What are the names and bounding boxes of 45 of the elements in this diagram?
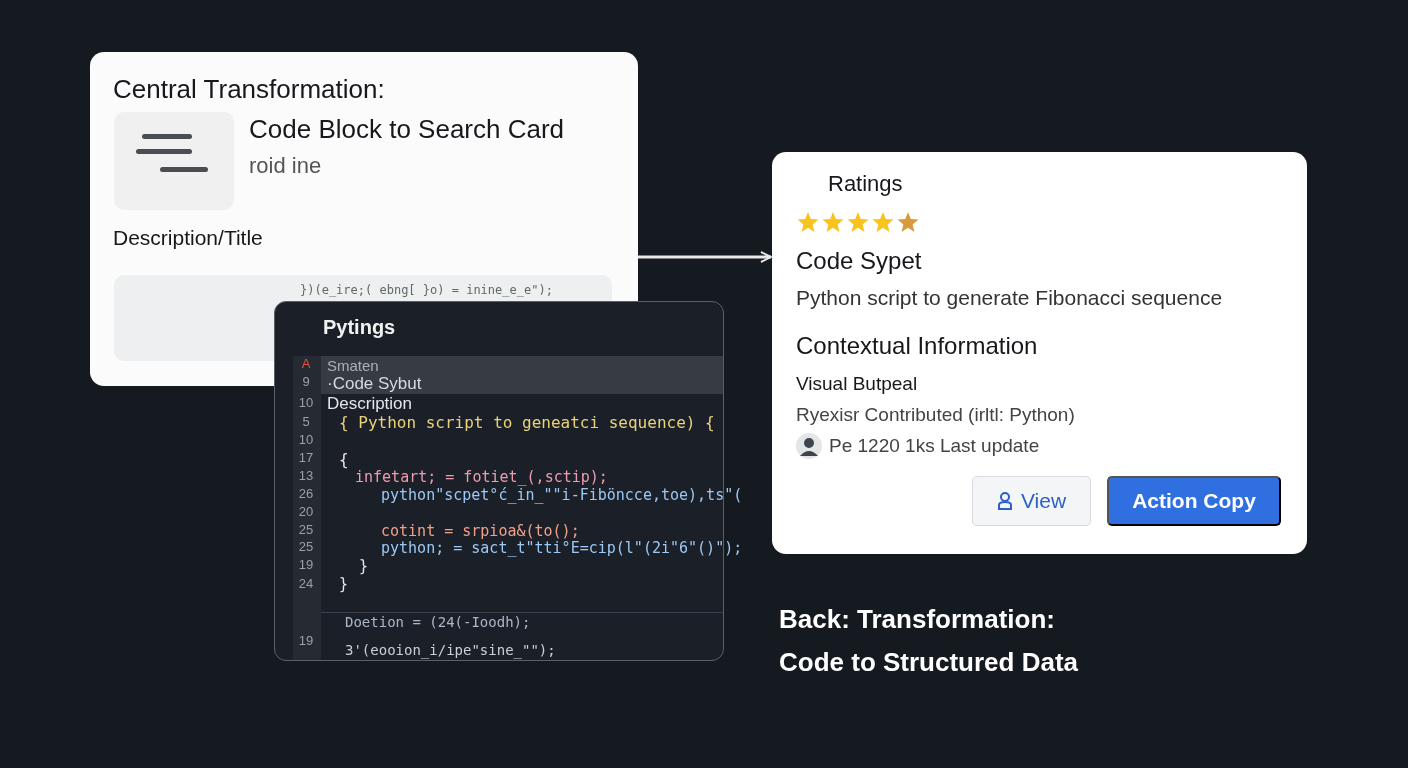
field-label: Description/Title <box>113 226 263 250</box>
window-title: Pytings <box>323 316 396 339</box>
line-number: 24 <box>297 576 315 591</box>
section-heading: Contextual Information <box>796 332 1038 360</box>
card-subtitle: roid ine <box>249 153 322 179</box>
subheading: Visual Butpeal <box>796 373 918 395</box>
section-heading: Ratings <box>828 171 903 197</box>
line-number: 19 <box>297 557 315 572</box>
description-text: Python script to generate Fibonacci sequence <box>796 286 1223 310</box>
line-number: 25 <box>297 522 315 537</box>
metadata-text: Pe 1220 1ks Last update <box>829 435 1040 457</box>
code-line: python"scpet°ć_in_""i-Fiböncce,toe),ts"( <box>381 486 743 504</box>
line-number: 26 <box>297 486 315 501</box>
code-line: 3'(eooion_i/ipe"sine_""); <box>345 642 556 658</box>
code-line: } <box>359 557 369 575</box>
line-number: 25 <box>297 539 315 554</box>
code-line: { Python script to geneatci sequence) { <box>339 413 715 432</box>
line-number: 5 <box>301 414 311 429</box>
card-title: Code Block to Search Card <box>249 114 565 145</box>
line-number: 19 <box>297 633 315 648</box>
view-button: View <box>972 476 1091 526</box>
code-line: } <box>339 575 349 593</box>
search-result-card <box>772 152 1307 554</box>
code-line: Doetion = (24(-Ioodh); <box>345 614 531 630</box>
line-number: 10 <box>297 395 315 410</box>
code-line: Smaten <box>327 357 379 374</box>
line-number: 10 <box>297 432 315 447</box>
code-line: cotint = srpioa&(to(); <box>381 522 580 540</box>
code-line: ·Code Sybut <box>327 374 422 394</box>
copy-button: Action Copy <box>1107 476 1281 526</box>
line-number: 17 <box>297 450 315 465</box>
card-heading: Central Transformation: <box>113 74 385 105</box>
code-line: python; = sact_t"tti°E=cip(l"(2i"6"()"); <box>381 539 743 557</box>
card-title: Code Sypet <box>796 247 922 275</box>
code-line: Description <box>327 394 413 414</box>
code-line: })(e_ire;( ebng[ }o) = inine_e_e"); <box>300 283 553 297</box>
code-line: infetart; = fotiet_(,sctip); <box>355 468 608 486</box>
metadata-text: Ryexisr Contributed (irltl: Python) <box>796 404 1075 426</box>
line-number: A <box>300 356 312 371</box>
code-line: { <box>339 450 349 469</box>
caption-text: Back: Transformation: Code to Structured Data <box>779 603 1080 679</box>
line-number: 13 <box>297 468 315 483</box>
line-number: 9 <box>301 374 311 389</box>
arrow <box>638 251 772 263</box>
line-number: 20 <box>297 504 315 519</box>
